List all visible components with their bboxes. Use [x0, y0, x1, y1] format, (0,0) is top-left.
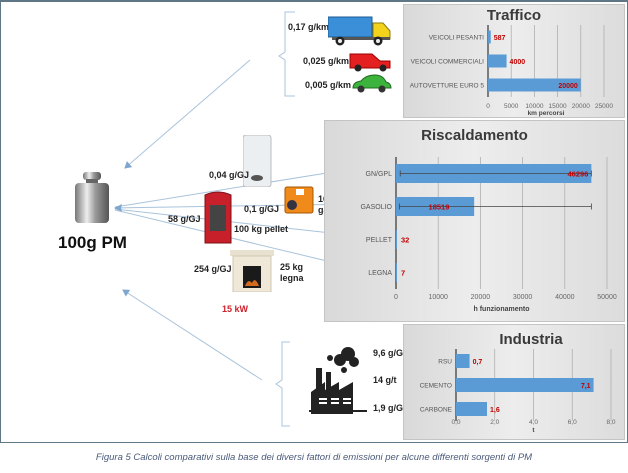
- data-label: 4000: [510, 59, 526, 66]
- bar: [396, 230, 397, 249]
- chart-traffico: Traffico 0 5000 10000 15000 20000 25000 km per…: [403, 4, 625, 118]
- cemento-emission: 14 g/t: [373, 375, 397, 385]
- data-label: 7,1: [581, 383, 591, 390]
- center-label: 100g PM: [58, 233, 127, 252]
- tick-label: 5000: [504, 103, 519, 110]
- data-label: 1,6: [490, 407, 500, 414]
- bar: [488, 54, 507, 68]
- bar: [456, 402, 487, 416]
- oil-burner-icon: [284, 186, 314, 214]
- data-label: 7: [401, 269, 405, 278]
- category-label: PELLET: [366, 237, 393, 244]
- category-label: RSU: [438, 359, 452, 366]
- tick-label: 10000: [428, 294, 448, 301]
- brace-traffic: [278, 11, 295, 97]
- arrow-traffic: [124, 59, 251, 169]
- connectors: [114, 11, 359, 427]
- tick-label: 8,0: [606, 419, 615, 426]
- tick-label: 2,0: [490, 419, 499, 426]
- chart-title: Riscaldamento: [421, 127, 528, 144]
- category-label: CARBONE: [420, 407, 453, 414]
- brace-industry: [275, 341, 290, 427]
- weight-icon: [75, 172, 109, 223]
- figure-caption: Figura 5 Calcoli comparativi sulla base …: [95, 452, 533, 463]
- data-label: 587: [494, 35, 506, 42]
- carbone-emission: 1,9 g/GJ: [373, 403, 409, 413]
- category-label: VEICOLI PESANTI: [429, 35, 484, 42]
- wood-quantity-2: legna: [280, 273, 304, 283]
- category-label: LEGNA: [368, 270, 392, 277]
- car-emission: 0,005 g/km: [305, 80, 352, 90]
- chart-title: Industria: [499, 331, 563, 348]
- category-label: GASOLIO: [360, 204, 392, 211]
- tick-label: 15000: [549, 103, 567, 110]
- chart-riscaldamento-plot: 0 10000 20000 30000 40000 50000 h funzionament…: [360, 157, 617, 313]
- pellet-stove-icon: [204, 191, 232, 244]
- bar: [488, 78, 581, 92]
- data-label: 0,7: [473, 359, 483, 366]
- line-gn: [114, 167, 359, 208]
- tick-label: 50000: [597, 294, 617, 301]
- x-axis-label: km percorsi: [528, 110, 565, 117]
- rsu-emission: 9,6 g/GJ: [373, 348, 409, 358]
- truck-emission: 0,17 g/km: [288, 22, 330, 32]
- category-label: VEICOLI COMMERCIALI: [411, 59, 485, 66]
- tick-label: 20000: [572, 103, 590, 110]
- tick-label: 0: [486, 103, 490, 110]
- line-gasolio: [114, 203, 358, 209]
- arrowheads-heating: [114, 204, 122, 212]
- wood-quantity-1: 25 kg: [280, 262, 304, 272]
- tick-label: 0,0: [451, 419, 460, 426]
- car-icon: [352, 74, 392, 93]
- van-icon: [349, 53, 391, 72]
- oil-burner-emission: 0,1 g/GJ: [244, 204, 280, 214]
- tick-label: 6,0: [568, 419, 577, 426]
- tick-label: 10000: [525, 103, 543, 110]
- tick-label: 4,0: [529, 419, 538, 426]
- boiler-emission: 0,04 g/GJ: [209, 170, 250, 180]
- power-label: 15 kW: [222, 304, 249, 314]
- fireplace-emission: 254 g/GJ: [194, 264, 232, 274]
- pellet-quantity: 100 kg pellet: [234, 224, 289, 234]
- x-axis-label: t: [532, 427, 535, 434]
- x-axis-label: h funzionamento: [474, 306, 530, 313]
- tick-label: 20000: [471, 294, 491, 301]
- factory-icon: [309, 347, 367, 414]
- chart-riscaldamento: Riscaldamento 0 10000 20000 30000 40000 50000…: [324, 120, 625, 322]
- category-label: GN/GPL: [366, 171, 393, 178]
- tick-label: 0: [394, 294, 398, 301]
- data-label: 46296: [568, 170, 589, 179]
- data-label: 18519: [429, 203, 450, 212]
- truck-icon: [328, 16, 391, 46]
- arrow-industry: [122, 289, 263, 381]
- fireplace-icon: [230, 250, 274, 292]
- tick-label: 30000: [513, 294, 533, 301]
- chart-traffico-plot: 0 5000 10000 15000 20000 25000 km percorsi VEIC…: [410, 25, 613, 117]
- category-label: CEMENTO: [420, 383, 452, 390]
- data-label: 32: [401, 236, 409, 245]
- data-label: 20000: [558, 83, 578, 90]
- line-pellet: [114, 208, 359, 237]
- bar: [488, 30, 491, 44]
- category-label: AUTOVETTURE EURO 5: [410, 83, 485, 90]
- tick-label: 40000: [555, 294, 575, 301]
- chart-title: Traffico: [486, 7, 542, 24]
- van-emission: 0,025 g/km: [303, 56, 350, 66]
- boiler-icon: [243, 135, 272, 187]
- tick-label: 25000: [595, 103, 613, 110]
- line-legna: [114, 209, 357, 269]
- bar: [456, 378, 594, 392]
- bar: [396, 263, 397, 282]
- stove-emission: 58 g/GJ: [168, 214, 201, 224]
- bar: [456, 354, 470, 368]
